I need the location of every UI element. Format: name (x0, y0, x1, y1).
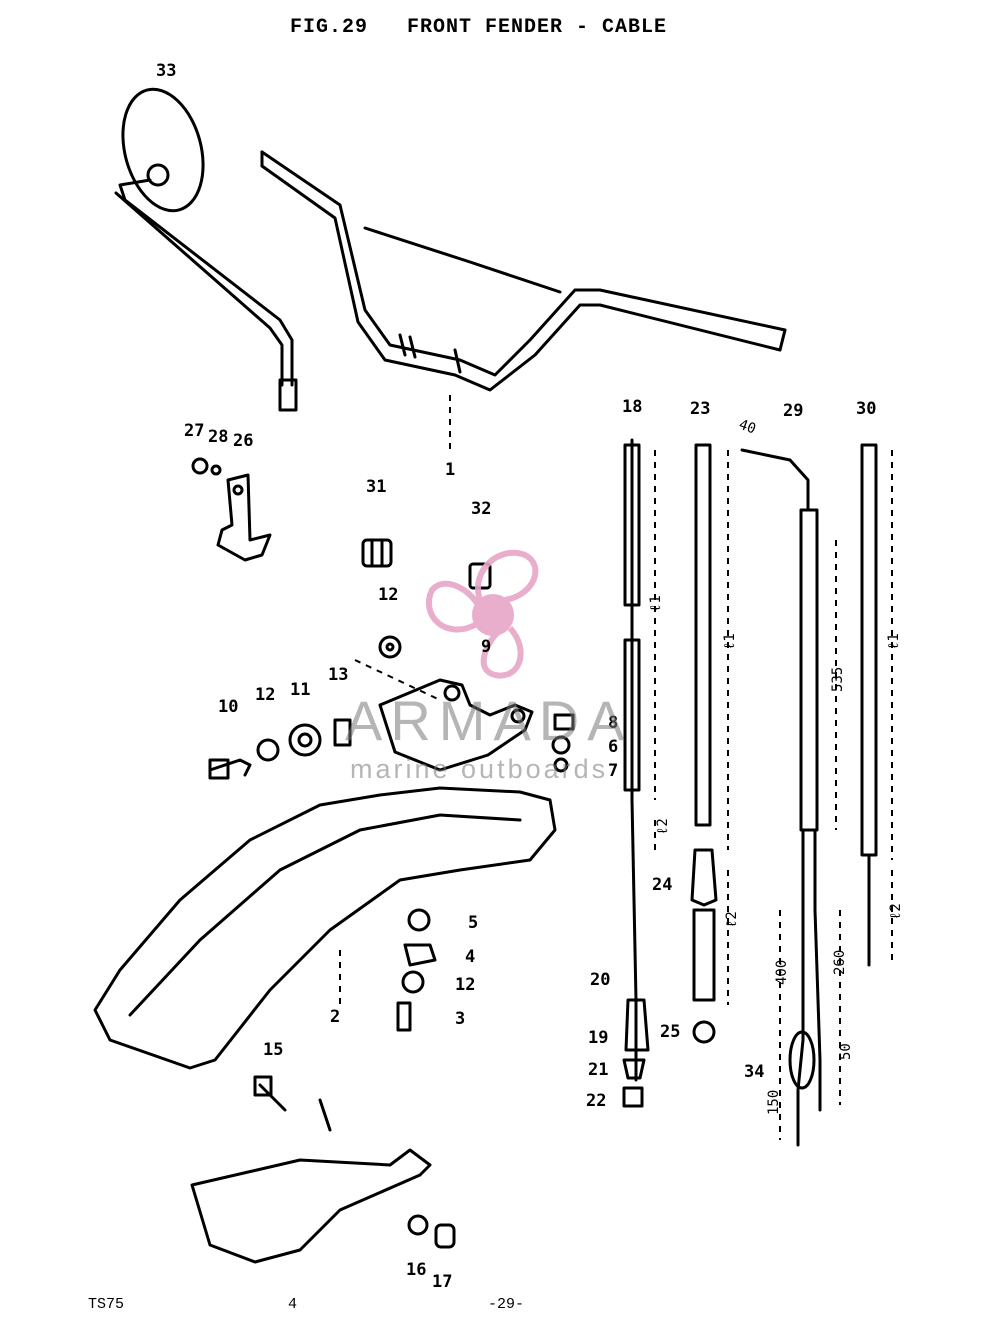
callout-29: 29 (783, 401, 803, 421)
callout-8: 8 (608, 713, 618, 733)
callout-34: 34 (744, 1062, 764, 1082)
dim-l2-18: ℓ2 (655, 818, 671, 835)
footer-model: TS75 (88, 1296, 125, 1313)
washer-6 (551, 735, 571, 755)
callout-6: 6 (608, 737, 618, 757)
washer-7 (553, 757, 569, 773)
callout-18: 18 (622, 397, 642, 417)
callout-20: 20 (590, 970, 610, 990)
dim-l1-23: ℓ1 (722, 633, 738, 650)
cable-23 (690, 443, 718, 1044)
footer-mark: 4 (288, 1296, 298, 1313)
callout-12-bottom: 12 (455, 975, 475, 995)
dim-l2-23: ℓ2 (724, 911, 740, 928)
footer-page: -29- (488, 1296, 525, 1313)
callout-17: 17 (432, 1272, 452, 1292)
cable-30 (860, 443, 878, 967)
clip-31 (361, 538, 393, 568)
washer-12-bottom (401, 970, 425, 994)
nut-17 (434, 1223, 456, 1249)
callout-16: 16 (406, 1260, 426, 1280)
dim-150: 150 (766, 1090, 782, 1115)
nut-8 (553, 713, 575, 731)
callout-15: 15 (263, 1040, 283, 1060)
callout-2: 2 (330, 1007, 340, 1027)
callout-22: 22 (586, 1091, 606, 1111)
callout-19: 19 (588, 1028, 608, 1048)
washer-12-top (378, 635, 402, 659)
callout-25: 25 (660, 1022, 680, 1042)
dim-535: 535 (830, 667, 846, 692)
dim-260: 260 (832, 950, 848, 975)
cable-18 (622, 438, 650, 1108)
callout-7: 7 (608, 761, 618, 781)
callout-5: 5 (468, 913, 478, 933)
bushing-11 (288, 723, 322, 757)
nut-5 (407, 908, 431, 932)
bolt-15 (253, 1075, 273, 1097)
cable-29 (740, 448, 822, 1147)
collar-13 (333, 718, 352, 747)
washer-12-left (256, 738, 280, 762)
callout-24: 24 (652, 875, 672, 895)
dim-l1-30: ℓ1 (886, 633, 902, 650)
dim-50: 50 (838, 1043, 854, 1060)
bracket-26 (191, 457, 272, 562)
callout-32: 32 (471, 499, 491, 519)
dim-40: 40 (737, 417, 758, 438)
mirror-33 (114, 87, 298, 412)
callout-10: 10 (218, 697, 238, 717)
dim-l1-18: ℓ1 (648, 595, 664, 612)
front-fender-2 (93, 786, 557, 1070)
callout-4: 4 (465, 947, 475, 967)
callout-13: 13 (328, 665, 348, 685)
fender-bracket-9 (378, 678, 534, 772)
bolt-3 (396, 1001, 412, 1032)
dim-l2-30: ℓ2 (888, 903, 904, 920)
callout-12-left: 12 (255, 685, 275, 705)
washer-16 (407, 1214, 429, 1236)
dim-400: 400 (774, 960, 790, 985)
watermark-brand: ARMADA (345, 689, 633, 752)
handlebar-1 (260, 150, 787, 392)
callout-3: 3 (455, 1009, 465, 1029)
callout-9: 9 (481, 637, 491, 657)
callout-21: 21 (588, 1060, 608, 1080)
armada-logo-icon (425, 549, 539, 679)
callout-12-top: 12 (378, 585, 398, 605)
callout-30: 30 (856, 399, 876, 419)
mudguard (190, 1075, 432, 1264)
callout-23: 23 (690, 399, 710, 419)
bolt-10 (208, 758, 252, 777)
callout-28: 28 (208, 427, 228, 447)
callout-27: 27 (184, 421, 204, 441)
callout-1: 1 (445, 460, 455, 480)
callout-26: 26 (233, 431, 253, 451)
callout-33: 33 (156, 61, 176, 81)
callout-11: 11 (290, 680, 310, 700)
watermark-tagline: marine outboards (350, 754, 609, 784)
callout-31: 31 (366, 477, 386, 497)
washer-4 (403, 943, 437, 967)
figure-title: FIG.29 FRONT FENDER - CABLE (290, 16, 668, 39)
